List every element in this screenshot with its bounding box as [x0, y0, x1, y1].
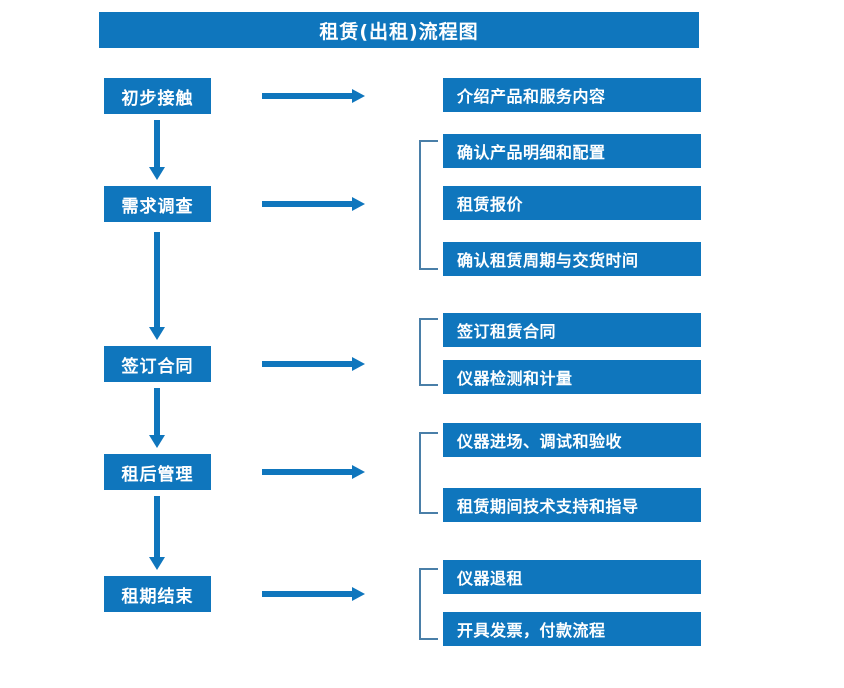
detail-box-3-2[interactable]: 仪器检测和计量 [443, 360, 701, 394]
group-bracket-4 [419, 432, 438, 514]
right-arrow-icon-5 [262, 587, 365, 601]
right-arrow-icon-4 [262, 465, 365, 479]
stage-box-4[interactable]: 租后管理 [104, 454, 211, 490]
group-bracket-2 [419, 140, 438, 270]
detail-box-5-1[interactable]: 仪器退租 [443, 560, 701, 594]
group-bracket-3 [419, 318, 438, 386]
stage-box-3[interactable]: 签订合同 [104, 346, 211, 382]
detail-box-3-1[interactable]: 签订租赁合同 [443, 313, 701, 347]
detail-box-2-1[interactable]: 确认产品明细和配置 [443, 134, 701, 168]
diagram-title: 租赁(出租)流程图 [99, 12, 699, 48]
detail-box-1-1[interactable]: 介绍产品和服务内容 [443, 78, 701, 112]
down-arrow-icon-3 [149, 388, 165, 448]
detail-box-2-2[interactable]: 租赁报价 [443, 186, 701, 220]
detail-box-4-2[interactable]: 租赁期间技术支持和指导 [443, 488, 701, 522]
right-arrow-icon-2 [262, 197, 365, 211]
down-arrow-icon-4 [149, 496, 165, 570]
group-bracket-5 [419, 568, 438, 640]
down-arrow-icon-2 [149, 232, 165, 340]
detail-box-4-1[interactable]: 仪器进场、调试和验收 [443, 423, 701, 457]
stage-box-1[interactable]: 初步接触 [104, 78, 211, 114]
down-arrow-icon-1 [149, 120, 165, 180]
right-arrow-icon-1 [262, 89, 365, 103]
stage-box-2[interactable]: 需求调查 [104, 186, 211, 222]
right-arrow-icon-3 [262, 357, 365, 371]
detail-box-5-2[interactable]: 开具发票，付款流程 [443, 612, 701, 646]
stage-box-5[interactable]: 租期结束 [104, 576, 211, 612]
detail-box-2-3[interactable]: 确认租赁周期与交货时间 [443, 242, 701, 276]
